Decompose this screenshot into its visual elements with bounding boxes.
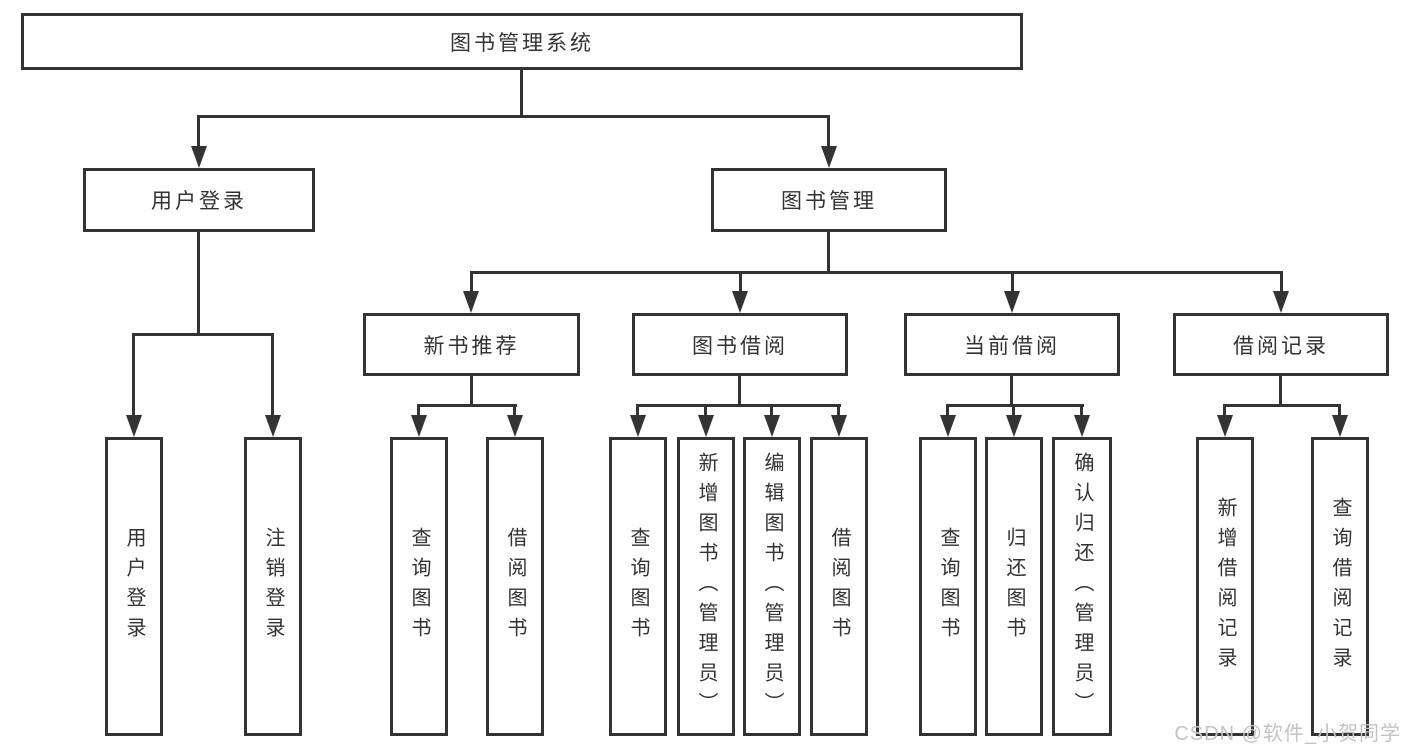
edge-leaf-stem [837,407,840,417]
leaf-edit-book-admin: 编辑图书（管理员） [743,437,801,736]
node-user-login: 用户登录 [83,168,315,232]
arrowhead-down [764,415,780,437]
node-book-borrowing: 图书借阅 [632,313,848,376]
leaf-query-books-current-label: 查询图书 [937,526,959,647]
edge-book-borrow-stem [738,376,741,407]
edge-to-new-book-rec [470,274,473,292]
edge-root-rail [197,115,830,118]
watermark-text: CSDN @软件_小贺同学 [1174,723,1401,745]
node-current-borrowing: 当前借阅 [904,313,1120,376]
leaf-add-borrow-record: 新增借阅记录 [1196,437,1254,736]
leaf-confirm-return-admin-label: 确认归还（管理员） [1071,451,1093,722]
node-system-root-label: 图书管理系统 [450,31,594,55]
edge-leaf-stem [770,407,773,417]
arrowhead-down [463,291,479,313]
arrowhead-down [191,146,207,168]
arrowhead-down [732,291,748,313]
leaf-query-books-recommend: 查询图书 [390,437,448,736]
edge-to-user-login [197,118,200,148]
arrowhead-down [126,415,142,437]
edge-leaf-stem [1223,407,1226,417]
edge-borrow-record-rail [1223,404,1341,407]
leaf-user-login: 用户登录 [105,437,163,736]
edge-leaf-stem [1080,407,1083,417]
edge-book-mgmt-rail [470,271,1283,274]
arrowhead-down [831,415,847,437]
node-new-book-recommend: 新书推荐 [363,313,580,376]
leaf-borrow-books-borrowing-label: 借阅图书 [828,526,850,647]
leaf-add-book-admin: 新增图书（管理员） [677,437,735,736]
arrowhead-down [698,415,714,437]
edge-to-leaf-logout [271,336,274,416]
edge-new-book-rec-rail [417,404,517,407]
leaf-query-books-current: 查询图书 [919,437,977,736]
leaf-query-books-recommend-label: 查询图书 [408,526,430,647]
edge-current-borrow-stem [1010,376,1013,407]
leaf-add-book-admin-label: 新增图书（管理员） [695,451,717,722]
edge-user-login-stem [197,232,200,336]
node-current-borrowing-label: 当前借阅 [964,334,1060,358]
leaf-user-login-label: 用户登录 [123,526,145,647]
node-borrowing-records-label: 借阅记录 [1233,334,1329,358]
edge-leaf-stem [636,407,639,417]
arrowhead-down [411,415,427,437]
edge-to-leaf-user-login [132,336,135,416]
edge-book-mgmt-stem [827,232,830,273]
edge-root-stem [520,70,523,118]
edge-borrow-record-stem [1279,376,1282,407]
edge-book-borrow-rail [636,404,841,407]
edge-to-current-borrow [1011,274,1014,292]
leaf-query-borrow-record-label: 查询借阅记录 [1329,496,1351,677]
edge-to-book-management [827,118,830,148]
node-borrowing-records: 借阅记录 [1173,313,1389,376]
edge-leaf-stem [1338,407,1341,417]
leaf-query-books-borrowing-label: 查询图书 [627,526,649,647]
edge-leaf-stem [704,407,707,417]
arrowhead-down [1006,415,1022,437]
arrowhead-down [507,415,523,437]
node-new-book-recommend-label: 新书推荐 [423,334,520,358]
leaf-borrow-books-recommend-label: 借阅图书 [504,526,526,647]
leaf-query-borrow-record: 查询借阅记录 [1311,437,1369,736]
edge-to-book-borrow [739,274,742,292]
leaf-logout: 注销登录 [244,437,302,736]
leaf-edit-book-admin-label: 编辑图书（管理员） [761,451,783,722]
node-book-borrowing-label: 图书借阅 [692,334,788,358]
arrowhead-down [265,415,281,437]
node-system-root: 图书管理系统 [21,13,1023,70]
leaf-borrow-books-recommend: 借阅图书 [486,437,544,736]
node-book-management-label: 图书管理 [781,190,877,213]
leaf-logout-label: 注销登录 [262,526,284,647]
edge-leaf-stem [513,407,516,417]
edge-leaf-stem [1012,407,1015,417]
edge-leaf-stem [946,407,949,417]
edge-user-login-rail [132,333,274,336]
leaf-return-books: 归还图书 [985,437,1043,736]
arrowhead-down [1217,415,1233,437]
arrowhead-down [1332,415,1348,437]
arrowhead-down [630,415,646,437]
leaf-query-books-borrowing: 查询图书 [609,437,667,736]
leaf-borrow-books-borrowing: 借阅图书 [810,437,868,736]
arrowhead-down [940,415,956,437]
edge-current-borrow-rail [946,404,1084,407]
arrowhead-down [1273,291,1289,313]
arrowhead-down [821,146,837,168]
node-user-login-label: 用户登录 [151,190,247,213]
node-book-management: 图书管理 [711,168,947,232]
leaf-confirm-return-admin: 确认归还（管理员） [1052,437,1112,736]
edge-to-borrow-record [1280,274,1283,292]
arrowhead-down [1074,415,1090,437]
leaf-add-borrow-record-label: 新增借阅记录 [1214,496,1236,677]
leaf-return-books-label: 归还图书 [1003,526,1025,647]
edge-leaf-stem [417,407,420,417]
arrowhead-down [1004,291,1020,313]
edge-new-book-rec-stem [470,376,473,407]
